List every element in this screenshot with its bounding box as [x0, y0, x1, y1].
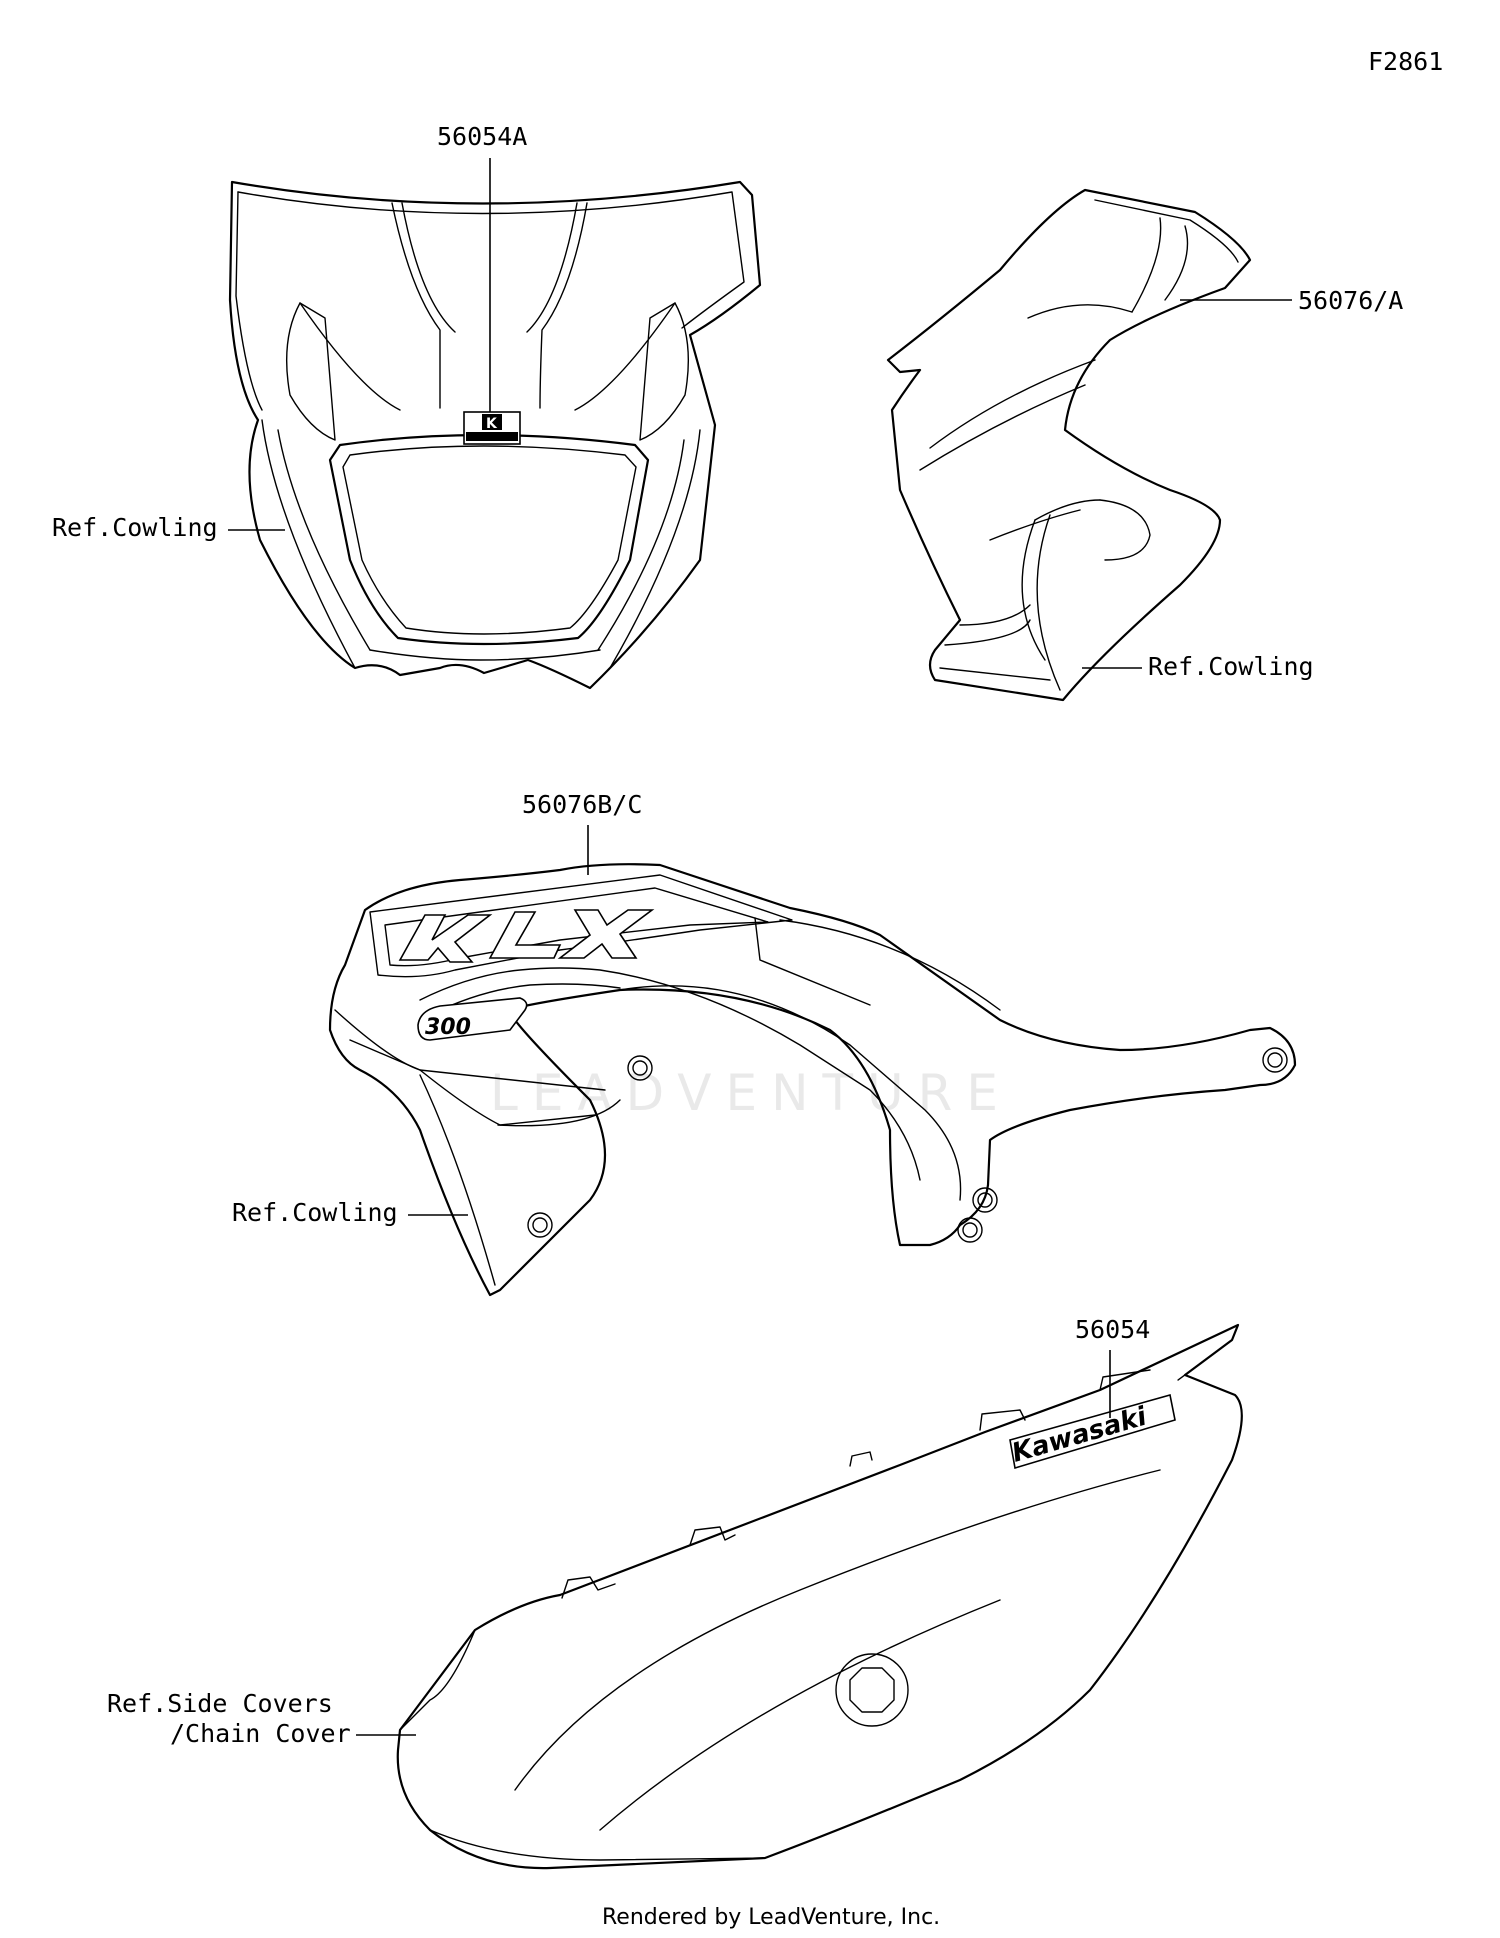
- ref-cowling-right: Ref.Cowling: [1148, 652, 1314, 681]
- radiator-shroud: 300: [328, 863, 1297, 1297]
- footer-credit: Rendered by LeadVenture, Inc.: [602, 1905, 940, 1930]
- diagram-code: F2861: [1368, 47, 1443, 76]
- ref-side-covers-line1: Ref.Side Covers: [107, 1689, 333, 1718]
- kawasaki-brand-decal: Kawasaki: [1009, 1401, 1151, 1468]
- side-cover: Kawasaki: [396, 1323, 1243, 1870]
- callout-56054: 56054: [1075, 1315, 1150, 1344]
- ref-cowling-front: Ref.Cowling: [52, 513, 218, 542]
- headlight-cowl: K: [228, 180, 762, 690]
- ref-side-covers-line2: /Chain Cover: [170, 1719, 351, 1748]
- side-cowl-right: [886, 188, 1252, 702]
- svg-text:K: K: [486, 416, 498, 432]
- ref-cowling-shroud: Ref.Cowling: [232, 1198, 398, 1227]
- callout-56076b-c: 56076B/C: [522, 790, 642, 819]
- watermark: LEADVENTURE: [490, 1064, 1012, 1122]
- callout-56076-a: 56076/A: [1298, 286, 1403, 315]
- callout-56054a: 56054A: [437, 122, 527, 151]
- model-size-badge: 300: [425, 1015, 471, 1040]
